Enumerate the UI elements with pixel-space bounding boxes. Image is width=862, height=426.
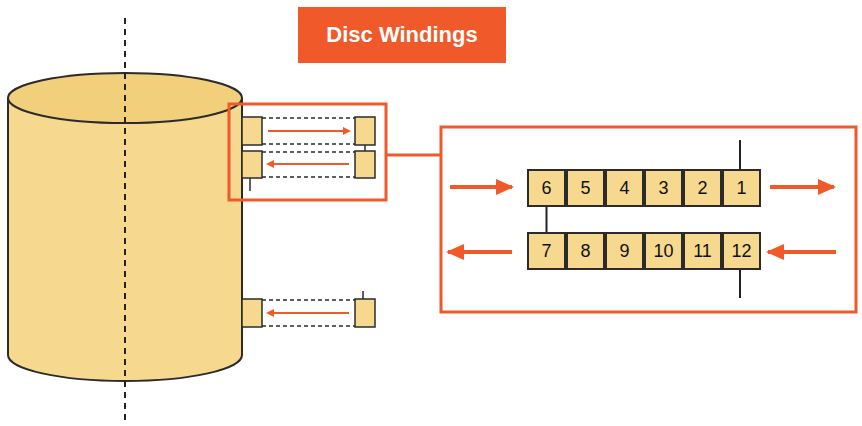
conductor-turn: 11 — [683, 232, 722, 270]
turn-number: 4 — [619, 178, 629, 199]
turn-number: 8 — [580, 241, 590, 262]
turn-number: 6 — [541, 178, 551, 199]
conductor-turn: 12 — [722, 232, 761, 270]
conductor-turn: 6 — [527, 169, 566, 207]
axis-line — [124, 18, 126, 420]
conductor-turn: 7 — [527, 232, 566, 270]
title-text: Disc Windings — [326, 22, 477, 48]
zoom-callout — [229, 104, 856, 312]
conductor-turn: 10 — [644, 232, 683, 270]
turn-number: 7 — [541, 241, 551, 262]
turn-number: 10 — [653, 241, 673, 262]
conductor-turn: 9 — [605, 232, 644, 270]
winding-discs — [242, 117, 375, 327]
turn-crossover — [546, 207, 548, 232]
turn-number: 12 — [731, 241, 751, 262]
turn-number: 11 — [693, 241, 712, 262]
turn-number: 5 — [580, 178, 590, 199]
turn-number: 9 — [619, 241, 629, 262]
conductor-turn: 3 — [644, 169, 683, 207]
conductor-turn: 5 — [566, 169, 605, 207]
conductor-turn: 4 — [605, 169, 644, 207]
current-arrows — [268, 131, 349, 313]
conductor-turn: 8 — [566, 232, 605, 270]
turn-number: 3 — [658, 178, 668, 199]
conductor-turn: 2 — [683, 169, 722, 207]
turn-number: 2 — [697, 178, 707, 199]
winding-leads — [739, 140, 741, 298]
turn-number: 1 — [736, 178, 746, 199]
conductor-turn: 1 — [722, 169, 761, 207]
title-box: Disc Windings — [298, 7, 506, 63]
